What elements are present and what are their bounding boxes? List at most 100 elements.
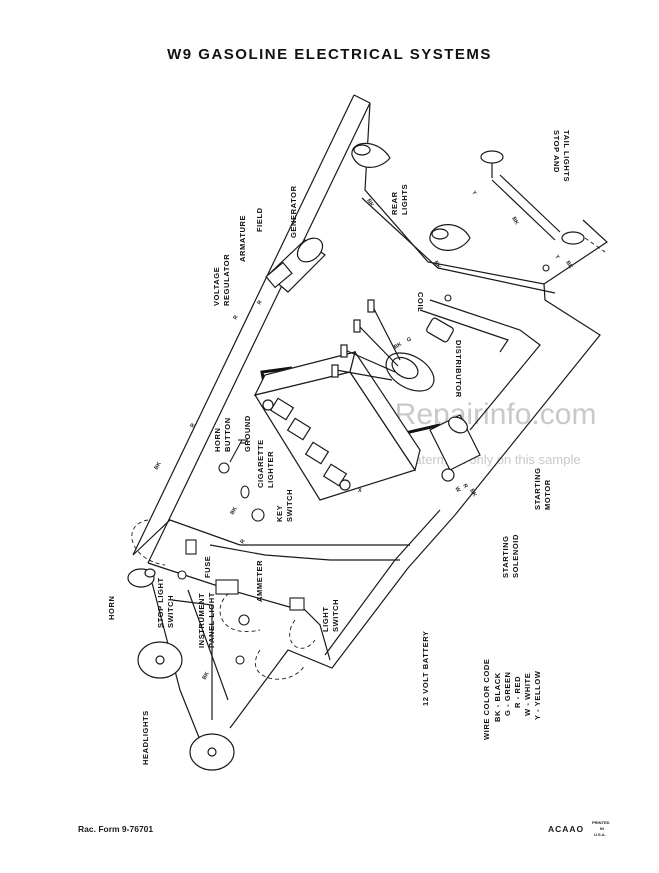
wire-tag: BK	[154, 461, 163, 471]
legend-entry: G - GREEN	[503, 671, 512, 716]
svg-text:LIGHTS: LIGHTS	[400, 184, 409, 215]
wire-tags: BK Y BK Y BK BK R R R BK BK G X W R BK B…	[154, 190, 574, 681]
horn	[127, 568, 156, 588]
horn-button-symbol	[218, 462, 230, 474]
component-labels: STOP AND TAIL LIGHTS REAR LIGHTS GENERAT…	[107, 130, 571, 765]
legend-entry: W - WHITE	[523, 673, 532, 716]
wire-tag: BK	[432, 260, 441, 270]
svg-text:MOTOR: MOTOR	[543, 479, 552, 510]
stamp-line: U.S.A.	[594, 832, 606, 837]
svg-text:STARTING: STARTING	[533, 467, 542, 510]
document-code: ACAAO	[548, 824, 585, 834]
svg-text:STOP LIGHT: STOP LIGHT	[156, 577, 165, 628]
coil	[426, 317, 454, 343]
svg-text:REAR: REAR	[390, 191, 399, 215]
svg-text:SOLENOID: SOLENOID	[511, 534, 520, 578]
label-cigarette-lighter: CIGARETTE LIGHTER	[256, 439, 275, 488]
stop-tail-light-lower	[561, 231, 585, 245]
wire-tag: BK	[365, 198, 374, 208]
label-voltage-regulator: VOLTAGE REGULATOR	[212, 254, 231, 306]
label-battery: 12 VOLT BATTERY	[421, 630, 430, 706]
label-ammeter: AMMETER	[255, 560, 264, 602]
label-stop-light-switch: STOP LIGHT SWITCH	[156, 577, 175, 628]
form-number: Rac. Form 9-76701	[78, 824, 154, 834]
svg-text:SWITCH: SWITCH	[166, 595, 175, 628]
label-coil: COIL	[416, 292, 425, 312]
page-title: W9 GASOLINE ELECTRICAL SYSTEMS	[167, 46, 492, 63]
wire-tag: BK	[393, 342, 403, 351]
key-switch-symbol	[251, 508, 265, 522]
svg-text:LIGHTER: LIGHTER	[266, 451, 275, 488]
wire-tag: Y	[470, 190, 477, 196]
wire-tag: BK	[468, 488, 477, 498]
wire-tag: BK	[564, 260, 573, 270]
dash-components	[177, 264, 550, 665]
wire-tag: R	[233, 315, 240, 321]
stop-tail-light-upper	[480, 150, 561, 241]
battery	[253, 350, 421, 501]
svg-text:LIGHT: LIGHT	[321, 607, 330, 633]
svg-text:SWITCH: SWITCH	[331, 599, 340, 632]
label-key-switch: KEY SWITCH	[275, 489, 294, 522]
svg-text:REGULATOR: REGULATOR	[222, 254, 231, 306]
rear-light-lower	[429, 224, 471, 251]
wire-tag-x: X	[358, 488, 362, 494]
starting-solenoid	[441, 468, 455, 482]
label-distributor: DISTRIBUTOR	[454, 340, 463, 398]
watermark-sub: watermark only on this sample	[404, 452, 581, 467]
svg-text:STOP AND: STOP AND	[552, 130, 561, 173]
wire-tag: BK	[202, 671, 211, 681]
instrument-panel-light-symbol	[238, 614, 250, 626]
label-armature: ARMATURE	[238, 215, 247, 262]
wire-tag: BK	[510, 216, 519, 226]
voltage-regulator	[265, 261, 293, 289]
headlight-lower	[189, 733, 235, 771]
headlight-upper	[137, 641, 183, 679]
distributor	[331, 299, 435, 392]
svg-text:STARTING: STARTING	[501, 535, 510, 578]
wire-tag: R	[461, 483, 468, 489]
legend-entry: R - RED	[513, 676, 522, 708]
ammeter-symbol	[215, 579, 239, 595]
label-rear-lights: REAR LIGHTS	[390, 184, 409, 215]
wire-color-code-legend: WIRE COLOR CODE BK - BLACK G - GREEN R -…	[482, 659, 542, 741]
label-field: FIELD	[255, 207, 264, 232]
label-light-switch: LIGHT SWITCH	[321, 599, 340, 632]
label-ground: GROUND	[243, 415, 252, 452]
label-horn: HORN	[107, 596, 116, 620]
wire-tag: Y	[553, 254, 560, 260]
wire-tag: W	[453, 486, 461, 494]
label-generator: GENERATOR	[289, 185, 298, 238]
legend-title: WIRE COLOR CODE	[482, 659, 491, 741]
svg-text:VOLTAGE: VOLTAGE	[212, 267, 221, 306]
svg-text:PANEL LIGHT: PANEL LIGHT	[207, 592, 216, 648]
label-stop-tail-lights: STOP AND TAIL LIGHTS	[552, 130, 571, 182]
label-starting-motor: STARTING MOTOR	[533, 467, 552, 510]
rear-light-upper	[351, 142, 391, 168]
watermark-main: eRepairinfo.com	[378, 398, 596, 431]
printed-in-usa-stamp: PRINTED IN U.S.A.	[590, 818, 616, 840]
wire-tag: G	[406, 336, 413, 343]
wire-tag: R	[190, 423, 197, 429]
wire-tag: R	[257, 300, 264, 306]
wire-tag: R	[240, 539, 247, 545]
svg-text:BUTTON: BUTTON	[223, 417, 232, 452]
svg-text:TAIL LIGHTS: TAIL LIGHTS	[562, 130, 571, 182]
stop-light-switch-symbol	[177, 570, 187, 580]
cigarette-lighter-symbol	[240, 485, 250, 499]
wiring-harness	[132, 94, 608, 741]
svg-text:INSTRUMENT: INSTRUMENT	[197, 593, 206, 648]
label-instrument-panel-light: INSTRUMENT PANEL LIGHT	[197, 592, 216, 648]
label-horn-button: HORN BUTTON	[213, 417, 232, 452]
svg-text:CIGARETTE: CIGARETTE	[256, 439, 265, 488]
wire-tag: BK	[230, 506, 239, 516]
starting-motor	[429, 414, 481, 471]
stamp-line: IN	[600, 826, 604, 831]
light-switch-symbol	[289, 597, 305, 611]
fuse-symbol	[185, 539, 197, 555]
svg-text:KEY: KEY	[275, 505, 284, 522]
svg-text:SWITCH: SWITCH	[285, 489, 294, 522]
legend-entry: BK - BLACK	[493, 672, 502, 722]
stamp-line: PRINTED	[592, 820, 610, 825]
